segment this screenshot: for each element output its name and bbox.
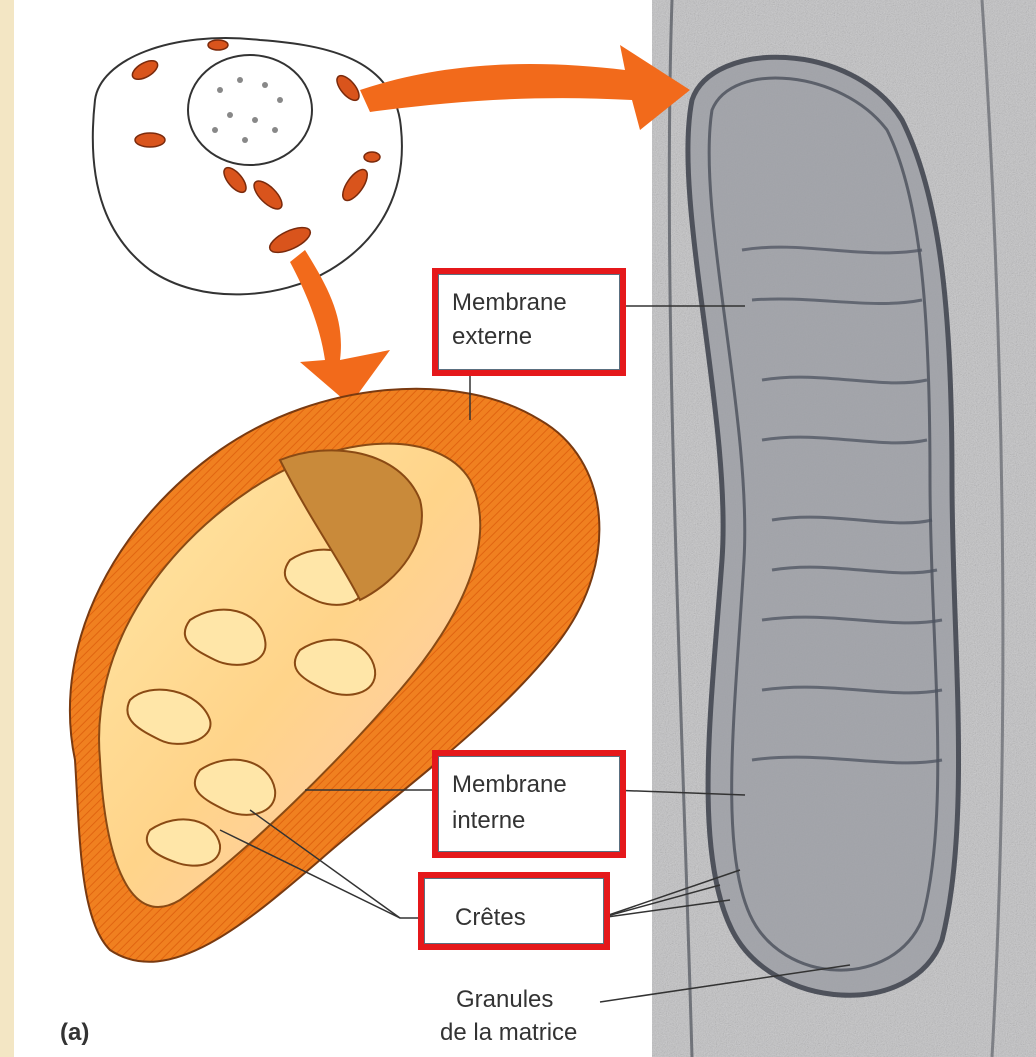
matrix-granules-label-line2: de la matrice bbox=[440, 1018, 577, 1048]
cristae-label: Crêtes bbox=[455, 903, 526, 933]
outer-membrane-label-line1: Membrane bbox=[452, 288, 567, 318]
arrow-to-drawing bbox=[290, 250, 390, 405]
nucleus bbox=[188, 55, 312, 165]
inner-membrane-label-line1: Membrane bbox=[452, 770, 567, 800]
inner-membrane-label-line2: interne bbox=[452, 806, 525, 836]
inner-membrane-box bbox=[432, 750, 626, 858]
panel-letter: (a) bbox=[60, 1018, 89, 1048]
arrow-to-micrograph bbox=[360, 45, 690, 130]
matrix-granules-label-line1: Granules bbox=[456, 985, 553, 1015]
cell-sketch bbox=[93, 38, 402, 294]
outer-membrane-label-line2: externe bbox=[452, 322, 532, 352]
